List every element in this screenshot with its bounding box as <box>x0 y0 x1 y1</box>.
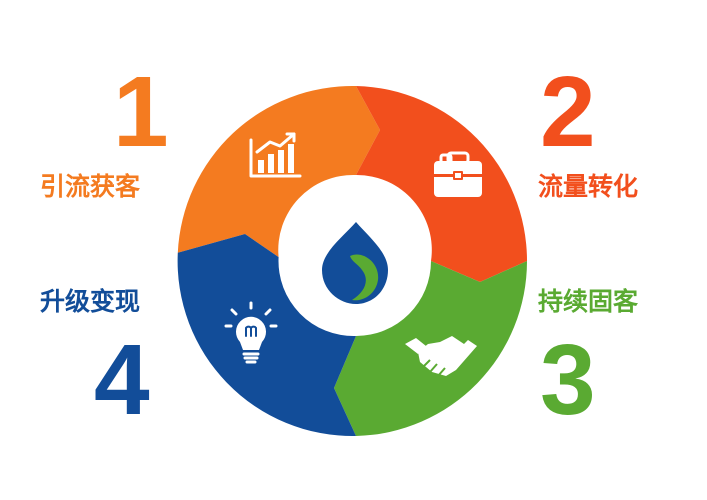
segment-4-blue <box>177 234 356 437</box>
step-label-3: 持续固客 <box>538 287 639 316</box>
briefcase-icon <box>434 153 482 197</box>
lightbulb-icon <box>224 301 278 364</box>
handshake-icon <box>405 336 477 377</box>
step-number-2: 2 <box>540 56 596 168</box>
step-number-3: 3 <box>540 324 596 436</box>
briefcase-handle <box>446 151 470 165</box>
step-label-2: 流量转化 <box>538 172 639 201</box>
chart-icon <box>249 132 302 178</box>
step-number-1: 1 <box>113 56 169 168</box>
water-drop-logo-icon <box>322 222 388 304</box>
step-number-4: 4 <box>94 324 150 436</box>
step-label-1: 引流获客 <box>40 172 141 201</box>
step-label-4: 升级变现 <box>40 287 141 316</box>
